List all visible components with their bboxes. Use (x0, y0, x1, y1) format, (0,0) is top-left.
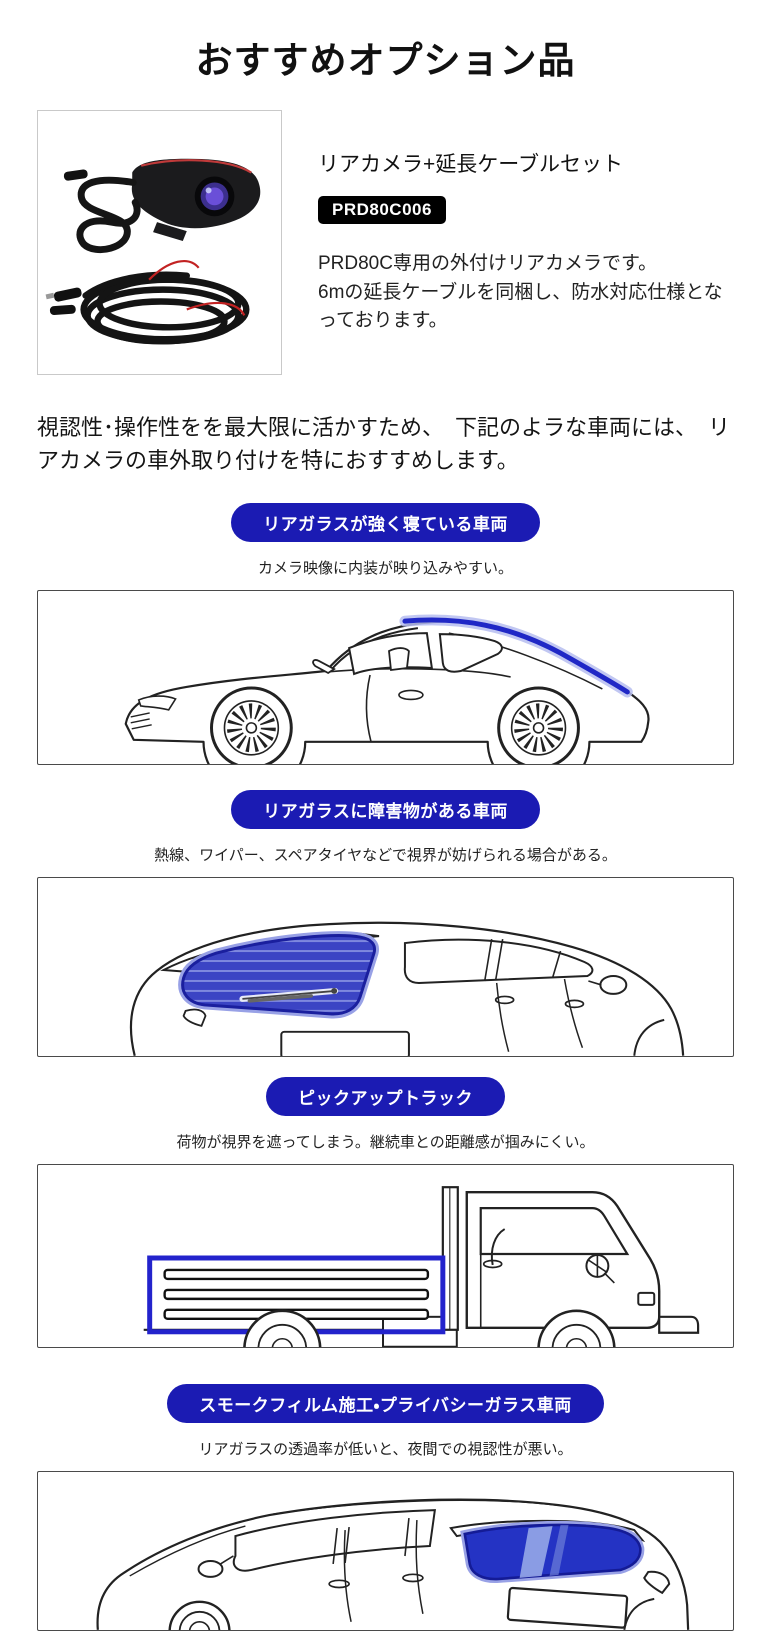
product-info: リアカメラ+延長ケーブルセット PRD80C006 PRD80C専用の外付けリア… (318, 110, 734, 375)
page-title: おすすめオプション品 (195, 40, 576, 81)
section-pill: ピックアップトラック (266, 1077, 505, 1116)
product-description: PRD80C専用の外付けリアカメラです。 6mの延長ケーブルを同梱し、防水対応仕… (318, 253, 723, 331)
section-caption: 荷物が視界を遮ってしまう。継続車との距離感が掴みにくい。 (176, 1134, 595, 1151)
product-photo (37, 110, 282, 375)
intro-text: 視認性･操作性をを最大限に活かすため、 下記のよラな車両には、 リアカメラの車外… (37, 415, 731, 473)
hatchback-defroster-illustration (129, 921, 685, 1056)
tinted-glass-car-illustration (96, 1498, 690, 1630)
illustration-box (37, 877, 734, 1057)
illustration-box (37, 590, 734, 765)
section-pickup-truck: ピックアップトラック 荷物が視界を遮ってしまう。継続車との距離感が掴みにくい。 (0, 1077, 771, 1348)
coupe-illustration (124, 614, 650, 764)
illustration-box (37, 1471, 734, 1631)
model-badge: PRD80C006 (318, 196, 446, 224)
product-name: リアカメラ+延長ケーブルセット (318, 153, 624, 176)
illustration-box (37, 1164, 734, 1348)
product-section: リアカメラ+延長ケーブルセット PRD80C006 PRD80C専用の外付けリア… (37, 110, 734, 375)
section-pill: リアガラスに障害物がある車両 (231, 790, 540, 829)
rear-camera-cable-image (45, 158, 261, 345)
section-caption: 熱線、ワイパー、スペアタイヤなどで視界が妨げられる場合がある。 (154, 847, 617, 864)
section-caption: カメラ映像に内装が映り込みやすい。 (257, 560, 513, 577)
pickup-truck-illustration (143, 1186, 700, 1347)
section-obstructed-glass: リアガラスに障害物がある車両 熱線、ワイパー、スペアタイヤなどで視界が妨げられる… (0, 790, 771, 1057)
section-pill: スモークフィルム施工・プライバシーガラス車両 (167, 1384, 604, 1423)
section-privacy-glass: スモークフィルム施工・プライバシーガラス車両 リアガラスの透過率が低いと、夜間で… (0, 1384, 771, 1631)
section-caption: リアガラスの透過率が低いと、夜間での視認性が悪い。 (198, 1441, 573, 1458)
section-sloped-glass: リアガラスが強く寝ている車両 カメラ映像に内装が映り込みやすい。 (0, 503, 771, 765)
page: おすすめオプション品 (0, 30, 771, 1631)
section-pill: リアガラスが強く寝ている車両 (231, 503, 540, 542)
